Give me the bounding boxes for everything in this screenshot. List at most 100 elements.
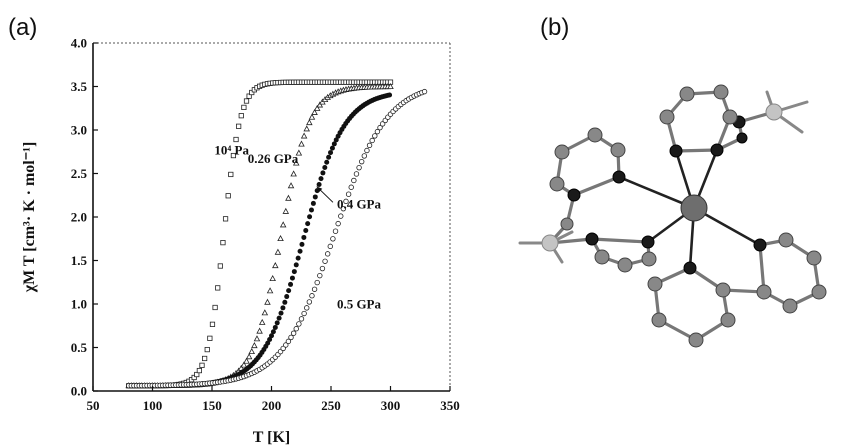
x-tick-label: 150 xyxy=(202,398,222,413)
atom-c xyxy=(641,251,657,267)
data-point xyxy=(207,335,213,341)
data-point xyxy=(288,281,294,287)
data-point xyxy=(230,152,237,159)
data-point xyxy=(266,287,274,294)
data-point xyxy=(261,309,269,316)
data-point xyxy=(286,288,292,294)
data-point xyxy=(274,248,282,255)
data-point xyxy=(307,214,313,220)
data-point xyxy=(353,171,360,177)
atom-c xyxy=(722,109,738,125)
y-tick-label: 4.0 xyxy=(71,36,87,51)
data-point xyxy=(311,286,318,292)
atom-n xyxy=(669,144,683,158)
data-point xyxy=(283,342,289,348)
series-2 xyxy=(125,83,394,389)
data-point xyxy=(374,128,381,135)
data-point xyxy=(251,342,258,349)
data-point xyxy=(317,272,323,279)
data-point xyxy=(291,269,297,275)
data-point xyxy=(194,371,200,378)
data-point xyxy=(304,305,310,311)
atom-n xyxy=(736,132,748,144)
atom-c xyxy=(782,298,798,314)
molecular-structure xyxy=(518,84,827,348)
data-point xyxy=(297,248,303,254)
y-tick-label: 3.5 xyxy=(71,79,88,94)
data-point xyxy=(313,104,321,111)
data-point xyxy=(238,113,244,119)
data-point xyxy=(290,330,297,336)
x-tick-label: 50 xyxy=(87,398,100,413)
data-point xyxy=(277,234,284,242)
data-point xyxy=(282,207,290,214)
data-point xyxy=(278,310,284,316)
atom-layer xyxy=(541,84,827,348)
atom-b xyxy=(541,234,559,252)
x-tick-label: 300 xyxy=(381,398,401,413)
data-point xyxy=(225,193,231,199)
data-point xyxy=(351,177,357,184)
atom-n xyxy=(567,188,581,202)
data-point xyxy=(364,147,370,154)
data-point xyxy=(305,221,311,227)
data-point xyxy=(220,240,226,246)
atom-n xyxy=(753,238,767,252)
coordination-bond xyxy=(617,175,696,210)
data-point xyxy=(366,142,373,149)
atom-c xyxy=(554,144,570,160)
ring-bond xyxy=(758,243,766,294)
data-point xyxy=(243,98,250,104)
data-point xyxy=(338,213,344,219)
atom-c xyxy=(715,282,731,298)
data-point xyxy=(270,329,276,335)
data-point xyxy=(292,159,300,166)
y-tick-label: 1.0 xyxy=(71,297,87,312)
x-tick-label: 100 xyxy=(143,398,163,413)
data-point xyxy=(212,304,218,311)
data-point xyxy=(298,140,305,147)
data-point xyxy=(222,216,229,222)
data-point xyxy=(196,367,202,374)
y-tick-label: 2.5 xyxy=(71,166,88,181)
data-point xyxy=(311,108,318,115)
data-point xyxy=(316,182,322,188)
data-point xyxy=(324,159,330,165)
data-point xyxy=(328,150,334,156)
data-point xyxy=(280,305,286,311)
data-point xyxy=(236,123,242,129)
data-point xyxy=(314,279,320,286)
data-point xyxy=(306,119,313,126)
data-point xyxy=(256,327,263,334)
data-point xyxy=(312,194,318,200)
data-point xyxy=(359,158,365,165)
data-point xyxy=(290,170,297,177)
series-layer xyxy=(125,79,428,389)
x-tick-label: 250 xyxy=(321,398,341,413)
atom-c xyxy=(659,109,675,125)
annotation-4: 0.5 GPa xyxy=(337,296,382,311)
atom-c xyxy=(679,86,695,102)
data-point xyxy=(348,184,354,190)
data-point xyxy=(215,285,221,291)
data-point xyxy=(327,243,333,250)
atom-c xyxy=(756,284,772,300)
atom-c xyxy=(651,312,667,328)
data-point xyxy=(199,362,205,368)
ring-bond xyxy=(590,237,650,244)
data-point xyxy=(249,89,255,96)
atom-c xyxy=(617,257,633,273)
data-point xyxy=(209,321,216,327)
data-point xyxy=(285,194,292,201)
data-point xyxy=(217,263,223,269)
data-point xyxy=(245,353,253,360)
series-4 xyxy=(125,88,428,389)
x-tick-label: 350 xyxy=(440,398,460,413)
data-point xyxy=(276,315,282,321)
atom-c xyxy=(811,284,827,300)
data-point xyxy=(191,374,197,381)
data-point xyxy=(332,228,339,234)
annotation-2: 0.26 GPa xyxy=(248,151,299,166)
